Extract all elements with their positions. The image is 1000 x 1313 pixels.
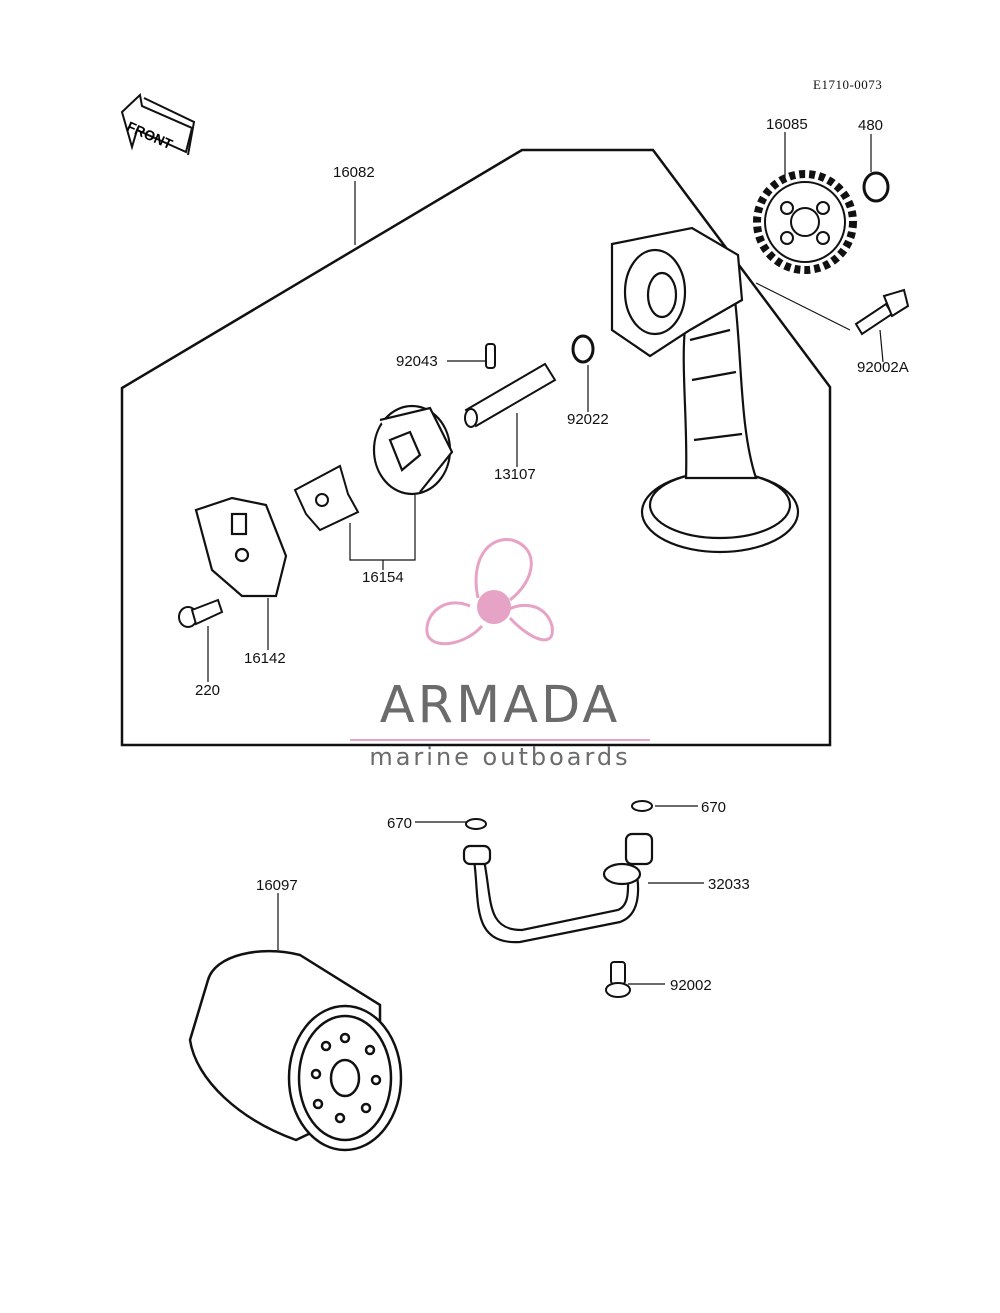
inner-rotor	[293, 464, 360, 532]
oil-filter	[188, 949, 403, 1152]
bolt-92002	[605, 961, 631, 998]
washer	[571, 334, 595, 364]
oil-pump-body	[610, 226, 800, 554]
pin	[485, 343, 496, 369]
front-arrow	[120, 93, 196, 156]
callout-16085[interactable]: 16085	[766, 116, 808, 133]
callout-16142[interactable]: 16142	[244, 650, 286, 667]
pump-cover	[194, 496, 288, 598]
o-ring-left	[465, 818, 487, 830]
callout-16154[interactable]: 16154	[362, 569, 404, 586]
callout-92022[interactable]: 92022	[567, 411, 609, 428]
callout-16097[interactable]: 16097	[256, 877, 298, 894]
o-ring-right	[631, 800, 653, 812]
drive-gear	[753, 170, 857, 274]
watermark-brand: ARMADA	[379, 676, 621, 735]
screw-220	[178, 598, 224, 628]
callout-16082[interactable]: 16082	[333, 164, 375, 181]
callout-32033[interactable]: 32033	[708, 876, 750, 893]
drawing-code: E1710-0073	[813, 77, 883, 92]
callout-480[interactable]: 480	[858, 117, 884, 134]
callout-92043[interactable]: 92043	[396, 353, 438, 370]
pump-shaft	[464, 362, 557, 428]
callout-220[interactable]: 220	[195, 682, 221, 699]
assembly-outline	[120, 148, 832, 747]
leader-lines	[207, 132, 884, 985]
callout-670-left[interactable]: 670	[387, 815, 413, 832]
callout-670-right[interactable]: 670	[701, 799, 727, 816]
callout-92002a[interactable]: 92002A	[857, 359, 909, 376]
callout-92002[interactable]: 92002	[670, 977, 712, 994]
outer-rotor	[372, 404, 454, 496]
circlip	[862, 171, 890, 203]
callout-13107[interactable]: 13107	[494, 466, 536, 483]
oil-pipe	[462, 832, 654, 944]
armada-logo-propeller	[425, 538, 554, 646]
watermark-tagline: marine outboards	[369, 743, 631, 771]
bolt-92002a	[854, 288, 910, 336]
